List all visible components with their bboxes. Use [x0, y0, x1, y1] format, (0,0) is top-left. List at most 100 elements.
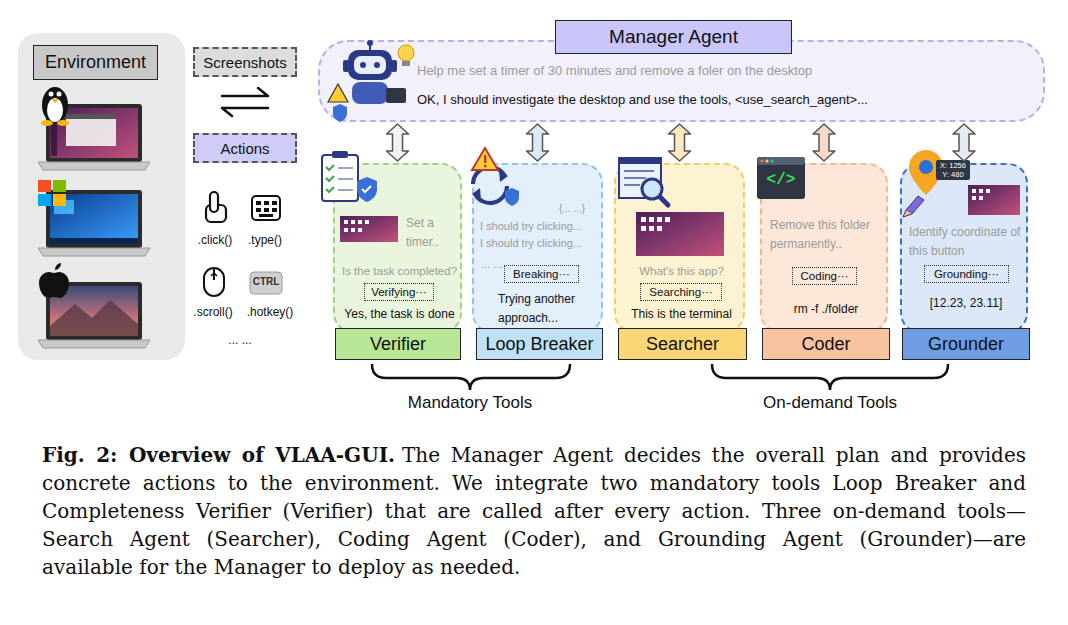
screenshot-thumbnail	[972, 189, 976, 193]
node-text: I should try clicking...	[480, 218, 604, 235]
verifier-icon	[338, 168, 353, 190]
apple-logo	[39, 272, 69, 298]
icon-label: .type()	[240, 233, 290, 247]
coder-icon	[770, 159, 773, 162]
screenshot-thumbnail	[665, 217, 670, 222]
heading-label: Manager Agent	[555, 20, 792, 54]
node-text: Set a timer..	[406, 214, 454, 251]
figure-caption: Fig. 2: Overview of VLAA-GUI.The Manager…	[42, 441, 1026, 581]
tux-logo	[57, 92, 62, 97]
screenshot-thumbnail	[649, 226, 654, 231]
apple-logo	[55, 263, 61, 270]
click-icon	[206, 205, 226, 222]
grounder-icon	[919, 160, 933, 174]
manager-robot-icon	[402, 61, 410, 66]
manager-robot-icon	[343, 60, 349, 72]
manager-robot-icon	[352, 82, 388, 104]
icon-label: .hotkey()	[238, 305, 302, 319]
windows-laptop	[50, 194, 138, 244]
tux-logo	[57, 120, 69, 126]
grounder-icon	[903, 150, 970, 217]
group-label: Mandatory Tools	[380, 393, 560, 413]
screenshots-box: Screenshots	[193, 47, 297, 77]
windows-laptop	[38, 248, 150, 256]
screenshot-thumbnail	[641, 226, 646, 231]
screenshot-thumbnail	[636, 212, 724, 256]
screenshot-thumbnail	[340, 216, 398, 242]
node-text: Coding···	[793, 268, 856, 284]
scroll-icon	[211, 273, 217, 276]
tux-logo	[41, 87, 69, 126]
verifier-icon	[362, 186, 371, 192]
keyboard-icon	[256, 208, 261, 212]
windows-logo	[38, 194, 51, 206]
keyboard-icon	[252, 196, 280, 220]
icon-label: ... ...	[213, 333, 267, 347]
node-text: This is the terminal	[616, 305, 747, 324]
icon-label: .scroll()	[186, 305, 240, 319]
environment-panel: Environment	[18, 33, 185, 360]
manager-robot-icon	[348, 50, 392, 80]
screenshot-thumbnail	[636, 212, 724, 256]
curly-bracket	[712, 364, 948, 390]
screenshot-thumbnail	[365, 220, 369, 224]
node-text: Breaking···	[505, 266, 578, 282]
curly-bracket	[712, 364, 948, 390]
linux-laptop	[46, 104, 142, 162]
node-text: OK, I should investigate the desktop and…	[417, 90, 1037, 110]
coder-icon	[765, 159, 768, 162]
tux-logo	[49, 92, 54, 97]
manager-robot-icon	[360, 62, 366, 68]
double-arrow	[669, 124, 691, 161]
status-box: Coding···	[792, 267, 857, 285]
screenshot-thumbnail	[968, 185, 1020, 215]
loop-breaker-icon	[472, 148, 519, 206]
keyboard-icon	[256, 201, 261, 205]
screenshot-thumbnail	[649, 217, 654, 222]
loop-breaker-icon	[473, 167, 505, 184]
keyboard-icon	[264, 201, 269, 205]
manager-robot-icon	[391, 60, 397, 72]
loop-breaker-icon	[475, 186, 507, 203]
manager-robot-icon	[386, 88, 406, 103]
coder-icon	[757, 157, 805, 165]
mac-laptop	[50, 300, 138, 336]
status-box: Verifying···	[364, 283, 434, 301]
double-arrow	[527, 124, 549, 161]
group-label: On-demand Tools	[730, 393, 930, 413]
mac-laptop	[38, 282, 150, 348]
grounder-icon	[903, 210, 912, 217]
linux-laptop	[50, 108, 138, 158]
coder-icon	[757, 157, 805, 199]
windows-logo	[53, 194, 66, 206]
click-icon	[210, 192, 218, 212]
exchange-arrows	[222, 108, 268, 116]
node-text: Grounding···	[925, 266, 1008, 282]
heading-label: Searcher	[618, 328, 747, 360]
searcher-icon	[624, 171, 654, 185]
loop-breaker-icon	[505, 188, 519, 206]
windows-laptop	[38, 190, 150, 256]
heading-label: Environment	[33, 45, 158, 80]
curly-bracket	[372, 364, 570, 390]
manager-robot-icon	[374, 62, 380, 68]
node-text: Help me set a timer of 30 minutes and re…	[417, 61, 1037, 81]
keyboard-icon	[264, 208, 269, 212]
windows-laptop	[46, 190, 142, 248]
linux-laptop	[66, 114, 116, 146]
searcher-icon	[642, 179, 662, 199]
screenshot-thumbnail	[968, 185, 1020, 215]
loop-breaker-icon	[472, 148, 498, 170]
coder-icon	[760, 159, 763, 162]
ctrl-key	[250, 272, 282, 294]
manager-robot-icon	[367, 40, 373, 46]
heading-label: Grounder	[902, 328, 1030, 360]
tool-panel: {... ...}I should try clicking...I shoul…	[472, 163, 603, 333]
screenshot-thumbnail	[979, 196, 983, 200]
tux-logo	[41, 120, 53, 126]
node-text: Trying another approach...	[498, 290, 598, 327]
node-text: Searching···	[641, 284, 721, 300]
screenshot-thumbnail	[358, 220, 362, 224]
status-box: Grounding···	[924, 265, 1009, 283]
screenshot-thumbnail	[351, 228, 355, 232]
